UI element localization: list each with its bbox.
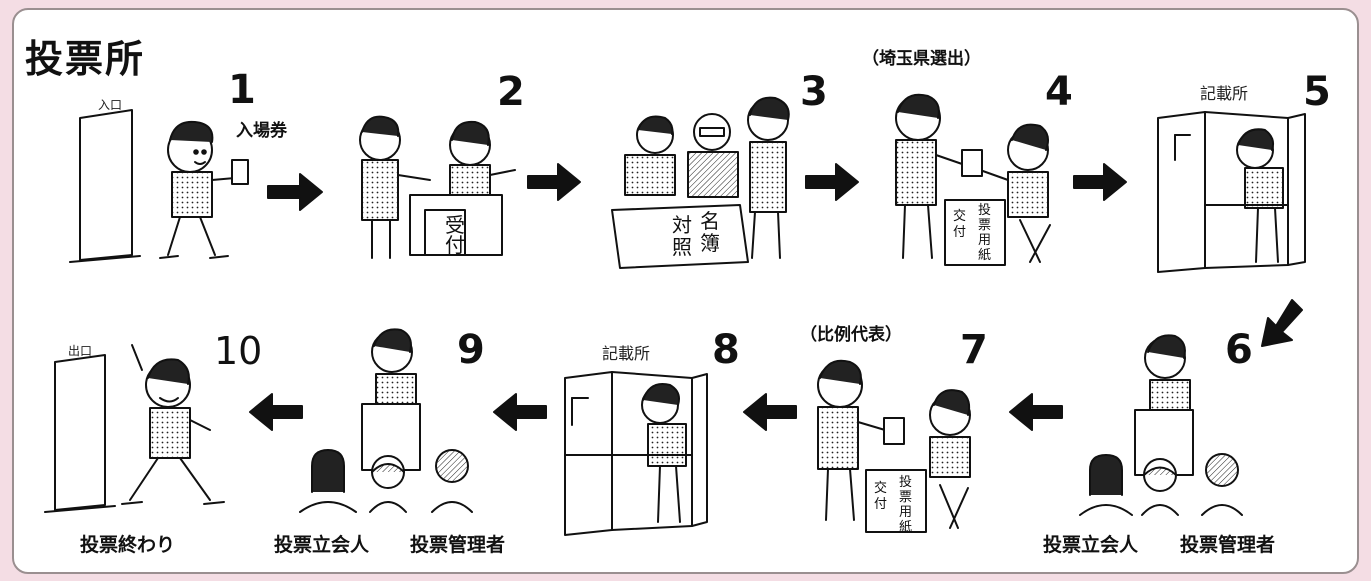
register-check-scene	[611, 96, 790, 269]
booth-label-5: 記載所	[1200, 84, 1249, 103]
booth-scene-5	[1157, 111, 1306, 273]
voter-leaving	[121, 344, 225, 505]
arrow-left-9	[249, 393, 303, 431]
arrow-left-6	[1009, 393, 1063, 431]
step-number-6: 6	[1225, 327, 1253, 373]
diagram-title: 投票所	[25, 37, 146, 81]
booth-label-8: 記載所	[602, 344, 651, 363]
booth-scene-8	[564, 371, 708, 536]
arrow-down-5	[1261, 299, 1303, 347]
desk-register-b1: 対	[672, 213, 692, 237]
step-number-8: 8	[712, 327, 740, 373]
arrow-left-8	[493, 393, 547, 431]
manager-label-6: 投票管理者	[1180, 534, 1276, 556]
exit-sign: 出口	[68, 344, 93, 358]
ballot-issue-scene-4	[895, 93, 1051, 266]
ballot-box7-b4: 紙	[899, 520, 912, 535]
step-number-7: 7	[960, 327, 988, 373]
step-number-5: 5	[1303, 69, 1331, 115]
witness-label-6: 投票立会人	[1043, 534, 1139, 556]
desk-reception-char2: 付	[445, 233, 465, 257]
step-number-9: 9	[457, 327, 485, 373]
ballot-box4-a2: 付	[953, 225, 966, 240]
exit-door	[44, 354, 116, 513]
voter-walking-in	[159, 120, 249, 259]
desk-register-b2: 照	[672, 235, 692, 259]
ballot-box4-a1: 交	[953, 208, 966, 224]
ballot-box4-b2: 票	[978, 218, 991, 233]
proportional-note: （比例代表）	[800, 325, 902, 345]
ballot-box-scene-6	[1079, 334, 1243, 516]
ballot-box7-b2: 票	[899, 490, 912, 505]
desk-reception-char1: 受	[445, 213, 465, 237]
ballot-box4-b4: 紙	[978, 248, 991, 263]
arrow-right-2	[527, 163, 581, 201]
ballot-box7-b3: 用	[899, 505, 912, 520]
step-number-2: 2	[497, 69, 525, 115]
desk-register-a2: 簿	[700, 231, 720, 255]
arrow-left-7	[743, 393, 797, 431]
entrance-sign: 入口	[98, 98, 123, 112]
step-number-1: 1	[228, 67, 256, 113]
manager-label-9: 投票管理者	[410, 534, 506, 556]
arrow-right-4	[1073, 163, 1127, 201]
ballot-box7-a2: 付	[874, 497, 887, 512]
finished-label: 投票終わり	[80, 534, 176, 556]
desk-register-a1: 名	[700, 209, 720, 233]
ballot-box7-b1: 投	[899, 474, 912, 490]
ballot-issue-scene-7	[817, 359, 971, 533]
ballot-box7-a1: 交	[874, 480, 887, 496]
witness-label-9: 投票立会人	[274, 534, 370, 556]
arrow-right-1	[267, 173, 323, 211]
arrow-right-3	[805, 163, 859, 201]
step-number-4: 4	[1045, 69, 1073, 115]
ballot-box4-b1: 投	[978, 202, 991, 218]
reception-scene	[359, 115, 516, 259]
ballot-box-scene-9	[299, 328, 473, 513]
ballot-box4-b3: 用	[978, 233, 991, 248]
prefecture-note: （埼玉県選出）	[862, 49, 981, 69]
step-number-3: 3	[800, 69, 828, 115]
ticket-label: 入場券	[236, 121, 287, 141]
entrance-door	[69, 109, 141, 263]
step-number-10: 10	[214, 329, 263, 373]
